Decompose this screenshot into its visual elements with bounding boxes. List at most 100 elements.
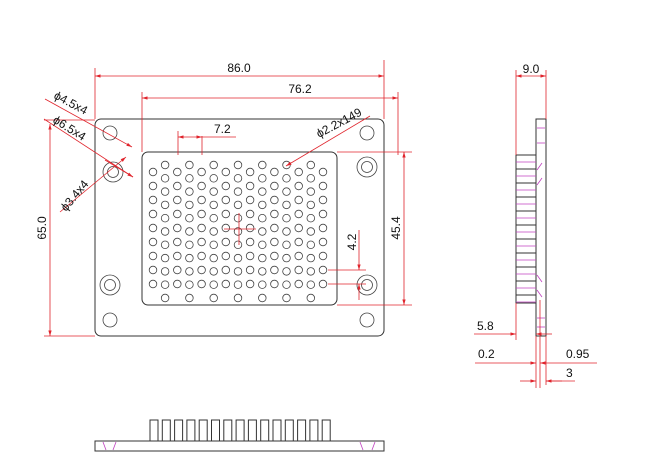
pin-hole [270,237,279,247]
pin-hole [258,267,267,276]
pin-hole [282,160,291,170]
pin-hole [258,160,267,170]
pin-hole [209,253,218,263]
pin-hole [160,253,170,263]
pin-hole [185,160,194,170]
side-fin-lines [516,161,536,303]
pin-hole [197,251,206,261]
pin-hole [233,200,243,210]
side-view: 9.0 5.8 0.2 0.95 3 [474,62,597,388]
pin-hole [209,280,218,289]
pin-hole [185,253,194,263]
pin-hole [209,293,218,303]
leader-through-hole: ϕ3.4x4 [58,156,127,214]
pin-hole [221,209,230,219]
pin-hole [270,167,279,177]
pin-hole [173,251,182,261]
pin-hole [160,227,170,236]
pin-hole [185,293,194,303]
pin-hole [282,200,291,210]
pin-hole [148,195,158,205]
fin [174,419,184,442]
pin-hole [258,280,267,289]
pin-hole [160,187,170,196]
plate-outline [94,118,385,337]
pin-hole [197,167,206,177]
pin-hole [160,200,170,210]
pin-hole [306,227,315,236]
dim-label: ϕ6.5x4 [50,113,88,144]
pin-hole [282,240,291,249]
pin-hole [148,167,158,177]
pin-hole [282,213,291,223]
fin [247,419,257,442]
bottom-view [94,419,385,452]
pin-hole [294,195,303,205]
dim-label: 5.8 [477,319,494,333]
pin-hole [306,267,315,276]
pin-hole [270,181,279,191]
dimension-fin-height: 5.8 [474,303,552,340]
pin-hole [318,167,328,177]
pin-hole [294,181,303,191]
pin-hole [148,251,158,261]
pin-hole [148,209,158,219]
pin-hole [221,265,230,275]
pin-hole [233,240,243,249]
dimension-total-thickness: 9.0 [515,62,547,155]
pin-hole [173,265,182,275]
pin-hole [148,279,158,289]
pin-hole [197,279,206,289]
pin-hole [173,209,182,219]
pin-hole [160,240,170,249]
fin [223,419,233,442]
pin-hole [233,174,243,183]
pin-hole [221,181,230,191]
pin-hole [197,237,206,247]
side-hidden-lines [536,127,545,328]
pin-hole [160,267,170,276]
leader-counterbore: ϕ6.5x4 [43,113,134,178]
pin-hole [209,227,218,236]
pin-hole [294,251,303,261]
dim-label: ϕ2.2x149 [314,105,364,141]
fin [297,419,307,442]
pin-hole [160,280,170,289]
pin-hole [209,200,218,210]
pin-hole [173,279,182,289]
mount-hole [102,125,118,141]
pin-hole [245,265,255,275]
pin-hole [294,279,303,289]
pin-hole [282,267,291,276]
dimension-base: 3 [520,366,575,383]
pin-hole [209,213,218,223]
mount-hole [359,125,375,141]
dim-label: 4.2 [345,233,359,250]
pin-hole [258,293,267,303]
pin-hole [245,237,255,247]
pin-hole [221,223,230,233]
pin-hole [258,227,267,236]
fin [260,419,270,442]
pin-hole [209,174,218,183]
pin-hole [258,253,267,263]
pin-hole [185,200,194,210]
pin-hole [270,279,279,289]
pin-hole [148,181,158,191]
pin-hole [270,209,279,219]
dim-label: ϕ3.4x4 [58,177,92,214]
fin [272,419,282,442]
pin-hole [148,265,158,275]
pin-hole [245,167,255,177]
dim-label: 45.4 [389,216,403,240]
pin-hole [233,160,243,170]
pin-hole [258,240,267,249]
bottom-hidden-lines [102,441,376,451]
leader-pin-holes: ϕ2.2x149 [285,105,371,167]
counterbore-hole [356,274,378,296]
pin-hole [270,195,279,205]
dimension-overall-width: 86.0 [94,60,385,119]
pin-hole [318,251,328,261]
